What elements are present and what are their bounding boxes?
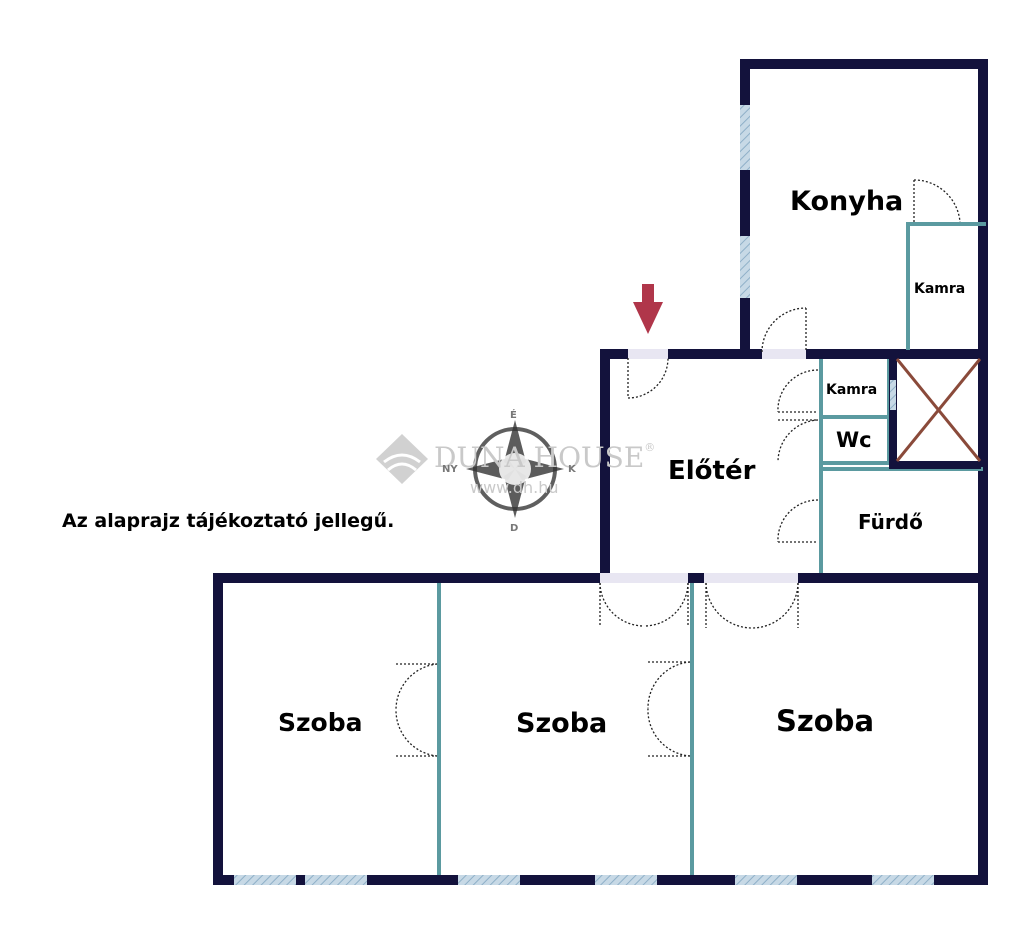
room-label-szoba-1: Szoba [278, 708, 363, 737]
room-label-konyha: Konyha [790, 186, 904, 217]
inner-walls [437, 222, 986, 875]
room-label-wc: Wc [836, 428, 872, 452]
door-swings [395, 179, 961, 757]
room-label-szoba-3: Szoba [776, 704, 875, 738]
compass-south: D [510, 523, 519, 534]
watermark-brand: DUNA HOUSE® [434, 441, 655, 474]
duna-house-logo-icon [376, 434, 428, 484]
compass-icon [466, 420, 564, 518]
watermark-brand-text: DUNA HOUSE [434, 441, 645, 474]
compass-north: É [510, 410, 517, 421]
entrance-arrow-icon [633, 284, 663, 334]
watermark-url: www.dh.hu [470, 478, 559, 497]
compass-east: K [568, 464, 576, 475]
room-label-kamra-top: Kamra [914, 281, 966, 297]
compass-west: NY [442, 464, 458, 475]
watermark-registered: ® [644, 441, 656, 454]
disclaimer-text: Az alaprajz tájékoztató jellegű. [62, 510, 395, 532]
room-label-kamra-mid: Kamra [826, 382, 878, 398]
room-label-furdo: Fürdő [858, 510, 923, 534]
windows [234, 105, 954, 885]
shaft [889, 357, 982, 469]
room-label-szoba-2: Szoba [516, 708, 608, 739]
door-openings [600, 349, 806, 583]
room-label-eloter: Előtér [668, 456, 756, 486]
